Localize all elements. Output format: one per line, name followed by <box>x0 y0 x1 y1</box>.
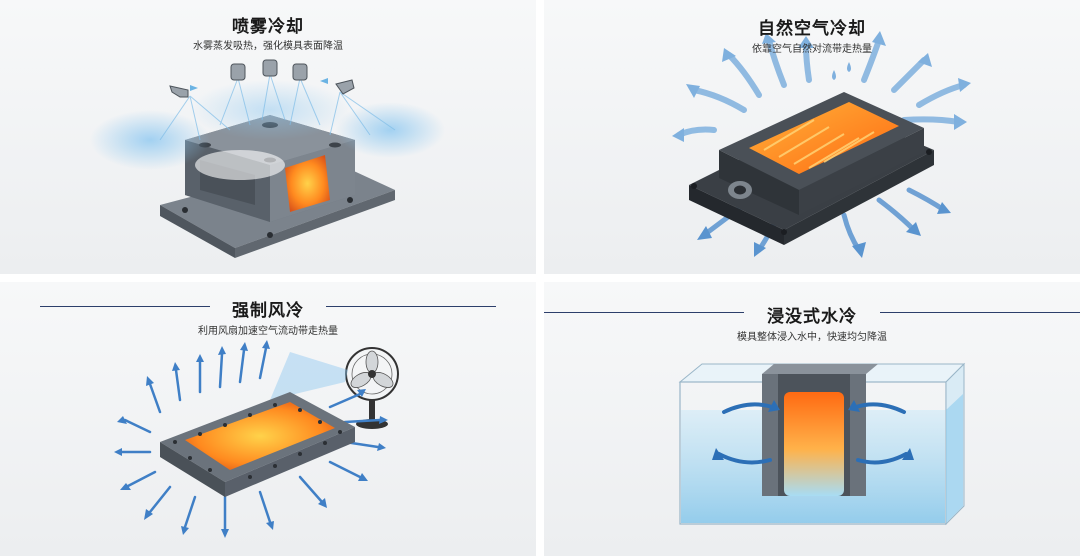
inlet-fitting-icon <box>728 181 752 199</box>
title-rule-left <box>40 306 210 307</box>
spray-nozzle-icon <box>169 59 355 98</box>
airflow-arrow-icon <box>120 346 382 532</box>
hot-cavity <box>285 155 330 212</box>
immersion-illustration <box>678 362 966 526</box>
panel-natural-air-cooling: 自然空气冷却 依靠空气自然对流带走热量 <box>544 0 1080 274</box>
forced-air-illustration <box>114 340 399 538</box>
title-rule-right <box>326 306 496 307</box>
hot-cavity <box>749 102 899 174</box>
title-rule-right <box>880 312 1080 313</box>
panel-title: 喷雾冷却 <box>232 17 304 37</box>
natural-air-illustration <box>672 31 971 258</box>
title-rule-left <box>544 312 744 313</box>
panel-spray-cooling: 喷雾冷却 水雾蒸发吸热，强化模具表面降温 <box>0 0 536 274</box>
hot-cavity <box>185 402 335 470</box>
panel-subtitle: 水雾蒸发吸热，强化模具表面降温 <box>193 41 343 52</box>
panel-subtitle: 模具整体浸入水中，快速均匀降温 <box>737 332 887 343</box>
panel-immersion-water-cooling: 浸没式水冷 模具整体浸入水中，快速均匀降温 <box>544 282 1080 556</box>
panel-forced-air-cooling: 强制风冷 利用风扇加速空气流动带走热量 <box>0 282 536 556</box>
water-circulation-icon <box>717 402 908 465</box>
fan-icon <box>345 347 399 429</box>
panel-title: 强制风冷 <box>232 301 304 321</box>
hot-cavity <box>784 392 844 496</box>
panel-title: 浸没式水冷 <box>767 307 857 327</box>
spray-cooling-illustration <box>90 59 445 258</box>
panel-subtitle: 利用风扇加速空气流动带走热量 <box>198 326 338 337</box>
panel-title: 自然空气冷却 <box>758 19 866 39</box>
panel-subtitle: 依靠空气自然对流带走热量 <box>752 44 872 55</box>
